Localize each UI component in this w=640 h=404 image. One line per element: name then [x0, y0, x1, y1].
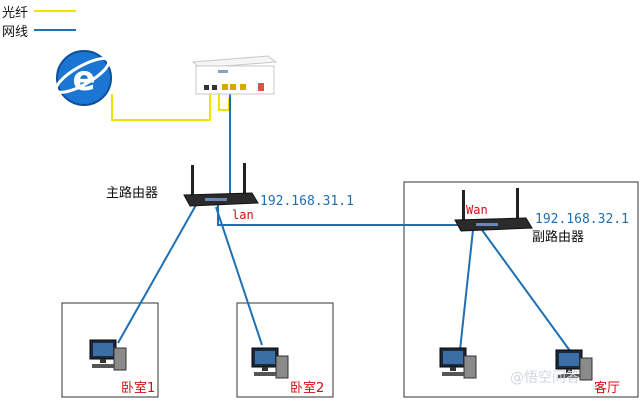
- main-router-icon: [183, 163, 259, 207]
- legend-cable-label: 网线: [2, 25, 28, 40]
- bedroom2-label: 卧室2: [290, 380, 324, 396]
- sub-router-wan-label: Wan: [466, 203, 488, 217]
- sub-router-icon: [454, 188, 533, 232]
- internet-explorer-icon: e: [54, 50, 112, 106]
- legend-fiber-label: 光纤: [2, 6, 28, 21]
- main-router-ip: 192.168.31.1: [260, 194, 354, 209]
- sub-router-ip: 192.168.32.1: [535, 212, 629, 227]
- legend: 光纤 网线: [2, 6, 76, 40]
- cable-sub-to-pc-a: [459, 229, 474, 351]
- bedroom2-computer-icon: [251, 347, 289, 379]
- sub-computer-a-icon: [439, 347, 477, 379]
- bedroom1-computer-icon: [89, 339, 127, 371]
- main-router-lan-label: lan: [232, 208, 254, 222]
- main-router-label: 主路由器: [106, 185, 158, 201]
- living-room-computer-icon: [555, 349, 593, 381]
- sub-router-label: 副路由器: [532, 229, 584, 245]
- optical-modem-icon: [191, 55, 278, 95]
- watermark: @悟空问答: [510, 369, 580, 386]
- bedroom1-label: 卧室1: [121, 380, 155, 396]
- cable-sub-to-living-room: [481, 229, 574, 356]
- cable-main-to-bedroom1: [117, 204, 197, 344]
- bedroom2-box: [236, 302, 334, 398]
- sub-router-box: [403, 181, 639, 398]
- cable-main-to-bedroom2: [215, 206, 263, 346]
- fiber-internet-to-modem: [111, 92, 211, 121]
- living-room-label: 客厅: [594, 380, 620, 396]
- fiber-modem-loop: [218, 92, 230, 111]
- bedroom1-box: [61, 302, 159, 398]
